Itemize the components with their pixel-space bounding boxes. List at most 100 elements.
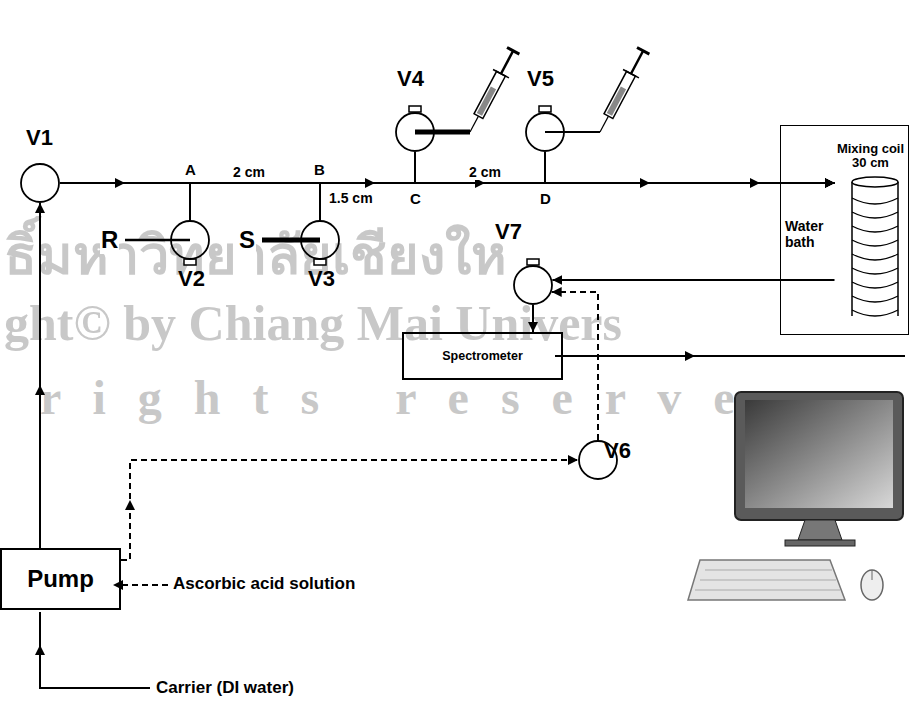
- valve-label: V7: [495, 219, 522, 244]
- part-label: 1.5 cm: [328, 190, 374, 206]
- drawing-part: [474, 71, 505, 118]
- coil-top: [852, 177, 898, 187]
- drawing-part: [872, 570, 873, 580]
- drawing-part: [415, 130, 470, 135]
- drawing-part: [695, 570, 840, 590]
- coil-winding: [852, 282, 898, 288]
- valve-label: V5: [527, 66, 554, 91]
- flow-line: [545, 152, 835, 183]
- drawing-part: [527, 259, 539, 265]
- drawing-part: [555, 355, 905, 357]
- valve-circle: V2: [170, 220, 210, 260]
- coil-winding: [852, 198, 898, 204]
- part-label: Ascorbic acid solution: [172, 574, 356, 594]
- valve-label: V6: [604, 438, 631, 463]
- part-label: S: [238, 226, 256, 254]
- coil-winding: [852, 254, 898, 260]
- valve-ring: [21, 164, 59, 202]
- apparatus-box: Spectrometer: [402, 332, 563, 380]
- valve-outline: [525, 112, 565, 152]
- coil-winding: [852, 240, 898, 246]
- valve-outline: [395, 112, 435, 152]
- flow-line: [532, 305, 534, 332]
- part-label: R: [100, 226, 119, 254]
- drawing-part: [735, 392, 903, 520]
- flow-line: [320, 183, 835, 220]
- drawing-part: [116, 584, 168, 586]
- box-label: Mixing coil 30 cm: [835, 142, 907, 172]
- drawing-part: [600, 116, 608, 132]
- valve-label: V3: [308, 266, 335, 291]
- box-label: Spectrometer: [404, 349, 561, 363]
- drawing-part: [545, 131, 600, 133]
- valve-outline: [513, 265, 553, 305]
- drawing-part: [861, 570, 883, 600]
- valve-ring: [396, 113, 434, 151]
- valve-label: V1: [26, 125, 53, 150]
- coil-winding: [852, 268, 898, 274]
- drawing-part: [35, 178, 760, 655]
- valve-circle: V5: [525, 112, 565, 152]
- apparatus-box: Water bath Mixing coil 30 cm: [780, 125, 909, 335]
- valve-outline: [170, 220, 210, 260]
- coil-winding: [852, 310, 898, 316]
- part-label: Carrier (DI water): [155, 678, 295, 698]
- apparatus-box: Mixing coil 30 cm: [835, 140, 907, 322]
- flow-line: [121, 460, 578, 560]
- valve-label: V4: [397, 66, 424, 91]
- coil-winding: [852, 296, 898, 302]
- drawing-part: [501, 51, 513, 74]
- drawing-part: [493, 70, 509, 78]
- drawing-part: [623, 70, 639, 78]
- valve-outline: [20, 163, 60, 203]
- valve-circle: V3: [300, 220, 340, 260]
- valve-circle: V7: [513, 265, 553, 305]
- part-label: D: [539, 190, 552, 207]
- box-label: Pump: [2, 565, 119, 593]
- drawing-part: [604, 71, 635, 118]
- drawing-part: [409, 106, 421, 112]
- part-label: A: [184, 161, 197, 178]
- drawing-part: [745, 400, 893, 508]
- watermark-text: r i g h t s r e s e r v e: [40, 372, 745, 425]
- part-label: 2 cm: [232, 164, 266, 180]
- coil-winding: [852, 212, 898, 218]
- drawing-part: [477, 86, 496, 115]
- drawing-part: [631, 51, 643, 74]
- box-label: Water bath: [785, 218, 837, 250]
- valve-ring: [526, 113, 564, 151]
- drawing-part: [607, 86, 626, 115]
- valve-outline: [300, 220, 340, 260]
- valve-circle: V4: [395, 112, 435, 152]
- drawing-part: [262, 238, 320, 243]
- drawing-part: [40, 612, 150, 688]
- drawing-part: [125, 239, 190, 242]
- coil-outline: [852, 182, 898, 316]
- drawing-part: [470, 116, 478, 132]
- valve-circle: V1: [20, 163, 60, 203]
- valve-circle: V6: [578, 440, 618, 480]
- drawing-part: [637, 47, 649, 54]
- drawing-part: [507, 47, 519, 54]
- drawing-part: [798, 520, 842, 540]
- flow-line: [190, 183, 835, 220]
- valve-ring: [171, 221, 209, 259]
- drawing-part: [785, 540, 855, 546]
- coil-winding: [852, 226, 898, 232]
- flow-line: [552, 279, 834, 281]
- part-label: B: [313, 161, 326, 178]
- apparatus-box: Pump: [0, 548, 121, 610]
- valve-ring: [301, 221, 339, 259]
- drawing-part: [184, 106, 551, 265]
- part-label: 2 cm: [468, 164, 502, 180]
- valve-label: V2: [178, 266, 205, 291]
- flow-line: [415, 152, 835, 183]
- drawing-part: [688, 560, 845, 600]
- drawing-part: [462, 47, 521, 137]
- drawing-part: [592, 47, 651, 137]
- part-label: C: [409, 190, 422, 207]
- flow-line: [39, 203, 41, 548]
- flow-line: [552, 292, 598, 440]
